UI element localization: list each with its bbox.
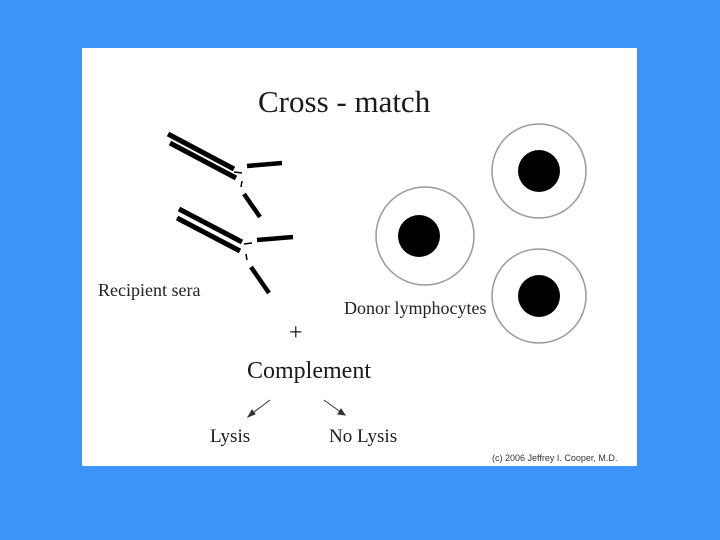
recipient-sera-label: Recipient sera (98, 280, 201, 300)
lymphocyte-cell-icon (491, 123, 587, 219)
copyright-notice: (c) 2006 Jeffrey I. Cooper, M.D. (492, 453, 618, 463)
antibody-hinge-lower (240, 180, 243, 188)
arrow-head (246, 409, 256, 419)
cell-nucleus (518, 275, 560, 317)
antibody-arm-right (246, 160, 283, 169)
antibody-heavy-chain-1 (177, 206, 244, 245)
antibody-hinge (233, 171, 243, 174)
cell-nucleus (398, 215, 440, 257)
arrow-head (337, 408, 347, 416)
arrow-left-icon (246, 399, 271, 419)
antibody-heavy-chain-2 (175, 215, 242, 254)
antibody-heavy-chain-1 (166, 131, 236, 172)
cell-nucleus (518, 150, 560, 192)
donor-lymphocytes-label: Donor lymphocytes (344, 298, 487, 318)
arrow-right-icon (323, 399, 347, 416)
no-lysis-label: No Lysis (329, 426, 398, 447)
diagram-canvas (166, 123, 587, 419)
antibody-hinge (243, 242, 253, 245)
antibody-heavy-chain-2 (168, 140, 238, 181)
arrow-shaft (323, 399, 343, 414)
plus-sign: + (289, 320, 303, 346)
slide-title: Cross - match (258, 84, 431, 119)
antibody-arm-lower (249, 265, 271, 295)
complement-label: Complement (247, 358, 371, 384)
lymphocyte-cell-icon (491, 248, 587, 344)
lymphocyte-cell-icon (375, 186, 475, 286)
antibody-icon (175, 206, 294, 295)
lysis-label: Lysis (210, 426, 251, 447)
antibody-arm-right (256, 234, 294, 243)
antibody-icon (166, 131, 283, 219)
antibody-hinge-lower (245, 253, 248, 261)
antibody-arm-lower (242, 192, 262, 219)
slide: Cross - match Recipient sera Donor lymph… (82, 48, 637, 466)
